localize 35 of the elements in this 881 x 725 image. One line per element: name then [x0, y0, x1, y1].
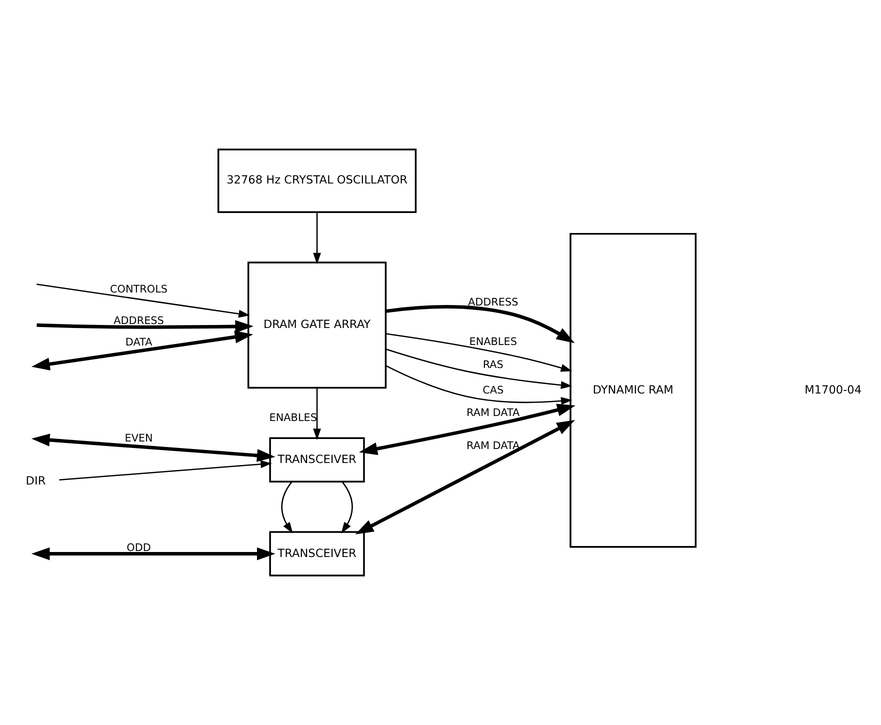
arrow: [313, 212, 321, 264]
arrow: [59, 460, 272, 481]
edge-label: CAS: [482, 384, 504, 396]
arrow: [36, 284, 250, 318]
arrow: [386, 333, 572, 372]
edge-label: RAM DATA: [466, 440, 520, 452]
node-box: TRANSCEIVER: [269, 531, 365, 576]
edge-label: ADDRESS: [114, 314, 164, 327]
arrow: [386, 365, 572, 405]
edge-label: RAS: [482, 359, 504, 372]
arrow: [386, 348, 572, 389]
node-box: 32768 Hz CRYSTAL OSCILLATOR: [217, 148, 417, 213]
arrow: [386, 305, 575, 344]
edge-label: RAM DATA: [466, 407, 520, 420]
node-box: TRANSCEIVER: [269, 437, 365, 482]
edge-label: EVEN: [124, 432, 153, 444]
edge-label: ADDRESS: [468, 296, 518, 309]
edge-label: ODD: [126, 542, 151, 554]
arrow: [313, 388, 321, 440]
node-box: DYNAMIC RAM: [570, 232, 697, 548]
edge-label: DATA: [125, 336, 152, 349]
arrow: [281, 481, 293, 534]
arrow: [31, 330, 254, 370]
arrow: [341, 481, 353, 534]
node-text: DIR: [26, 474, 46, 488]
edge-label: ENABLES: [269, 412, 317, 424]
edge-label: CONTROLS: [110, 284, 168, 296]
node-box: DRAM GATE ARRAY: [247, 262, 387, 389]
arrow: [359, 404, 576, 456]
arrow: [31, 434, 276, 462]
arrow: [36, 320, 254, 333]
arrow: [31, 547, 276, 560]
edge-label: ENABLES: [469, 336, 517, 348]
label: M1700-04: [804, 383, 862, 396]
arrow: [355, 420, 576, 534]
